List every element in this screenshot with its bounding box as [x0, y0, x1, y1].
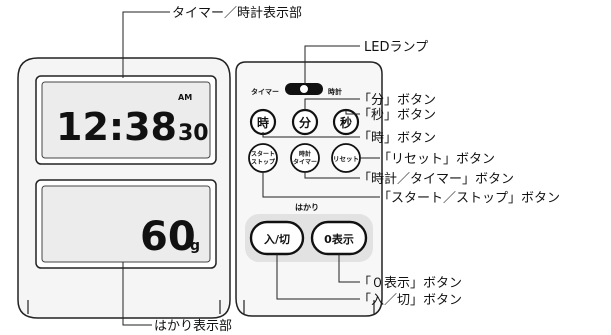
callout-scale-display: はかり表示部	[154, 319, 232, 334]
weight-readout: 60	[140, 214, 196, 260]
weight-unit: g	[190, 238, 200, 254]
minute-button-label: 分	[299, 115, 311, 130]
callout-second-button: 「秒」ボタン	[358, 108, 436, 123]
reset-button[interactable]: リセット	[331, 143, 361, 173]
clock-seconds-readout: 30	[178, 121, 209, 146]
reset-button-label: リセット	[333, 155, 359, 163]
clock-timer-label-line2: タイマー	[293, 158, 317, 166]
zero-button-label: 0表示	[324, 232, 354, 246]
am-pm-indicator: AM	[178, 93, 192, 102]
start-stop-button[interactable]: スタート ストップ	[248, 143, 278, 173]
callout-zero-button: 「０表示」ボタン	[358, 276, 462, 291]
callout-power-button: 「入／切」ボタン	[358, 293, 462, 308]
clock-timer-button[interactable]: 時計 タイマー	[290, 143, 320, 173]
callout-led-lamp: LEDランプ	[364, 40, 428, 55]
callout-timer-clock-display: タイマー／時計表示部	[172, 5, 302, 21]
power-button[interactable]: 入/切	[249, 220, 305, 256]
second-button[interactable]: 秒	[332, 108, 360, 136]
mode-label-clock: 時計	[328, 87, 342, 96]
start-stop-label-line2: ストップ	[251, 158, 276, 166]
leader-lines	[122, 11, 380, 326]
callout-minute-button: 「分」ボタン	[358, 93, 436, 108]
clock-timer-label-line1: 時計	[299, 150, 311, 158]
hour-button-label: 時	[257, 115, 269, 130]
callout-hour-button: 「時」ボタン	[358, 131, 436, 146]
callout-reset-button: 「リセット」ボタン	[378, 152, 495, 167]
clock-time-readout: 12:38	[56, 105, 177, 149]
start-stop-label-line1: スタート	[251, 150, 275, 158]
callout-start-stop-button: 「スタート／ストップ」ボタン	[378, 191, 560, 206]
callout-clock-timer-button: 「時計／タイマー」ボタン	[358, 171, 514, 187]
power-button-label: 入/切	[264, 233, 290, 246]
led-lamp	[299, 84, 309, 94]
second-button-label: 秒	[340, 115, 352, 130]
timer-clock-display: 12:38 30 AM	[35, 75, 217, 165]
zero-button[interactable]: 0表示	[310, 220, 368, 256]
mode-label-timer: タイマー	[251, 87, 279, 96]
scale-section-label: はかり	[295, 203, 319, 212]
hour-button[interactable]: 時	[249, 108, 277, 136]
minute-button[interactable]: 分	[291, 108, 319, 136]
scale-display: 60 g	[35, 179, 217, 269]
